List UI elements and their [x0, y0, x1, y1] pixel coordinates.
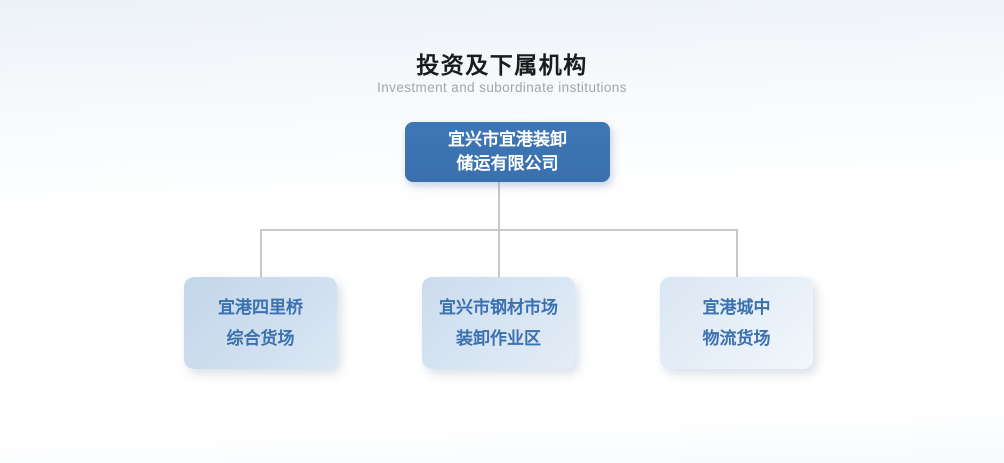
page-title: 投资及下属机构 — [416, 52, 588, 78]
org-node-root-line-1: 宜兴市宜港装卸 — [448, 130, 567, 149]
connector-horizontal-bus — [260, 229, 738, 231]
page-subtitle: Investment and subordinate institutions — [377, 80, 627, 95]
org-node-root-line-2: 储运有限公司 — [456, 154, 559, 173]
org-node-child-2: 宜兴市钢材市场 装卸作业区 — [422, 277, 575, 369]
org-node-root: 宜兴市宜港装卸 储运有限公司 — [405, 122, 610, 182]
connector-bus-to-child-3 — [736, 229, 738, 278]
org-node-child-3-line-2: 物流货场 — [702, 329, 771, 348]
org-node-child-1-line-2: 综合货场 — [226, 329, 295, 348]
org-node-child-1: 宜港四里桥 综合货场 — [184, 277, 337, 369]
org-node-child-2-line-1: 宜兴市钢材市场 — [439, 298, 558, 317]
org-node-child-3: 宜港城中 物流货场 — [660, 277, 813, 369]
org-node-child-2-line-2: 装卸作业区 — [456, 329, 541, 348]
org-node-child-3-line-1: 宜港城中 — [702, 298, 771, 317]
connector-bus-to-child-1 — [260, 229, 262, 278]
org-node-child-1-line-1: 宜港四里桥 — [218, 298, 303, 317]
